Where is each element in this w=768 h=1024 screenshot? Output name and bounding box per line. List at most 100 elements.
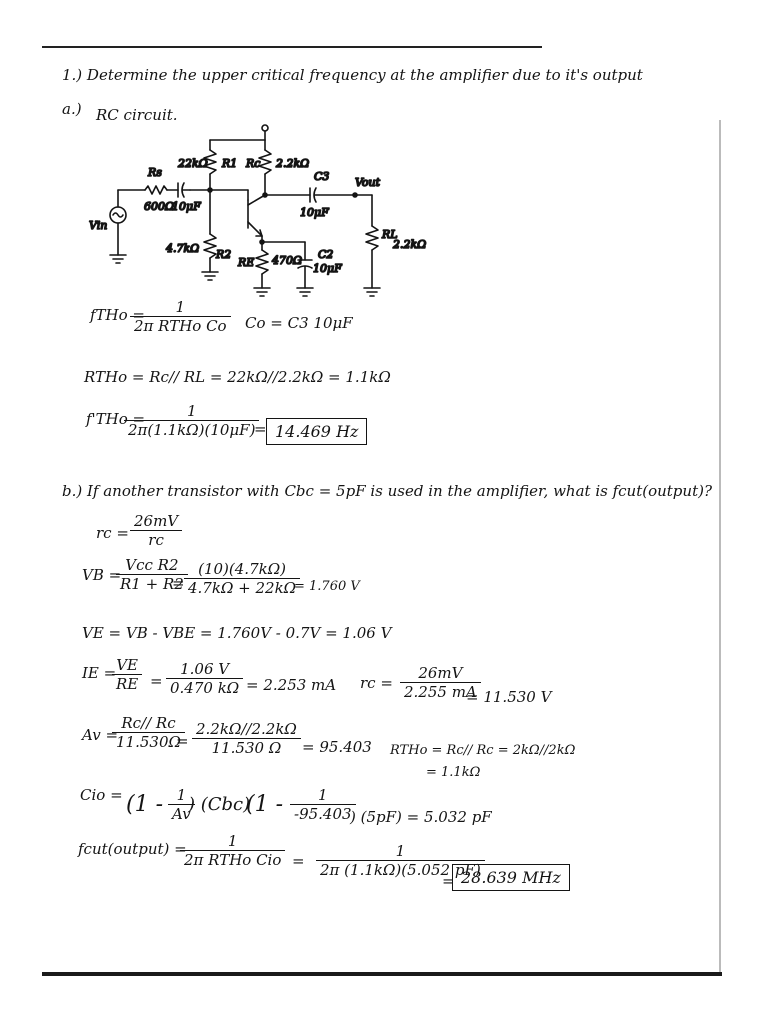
label-r2: R2 [215,248,231,261]
rc-lhs: rc = [96,524,129,542]
vb-numerator-2: (10)(4.7kΩ) [184,560,301,579]
rtho-equation: RTHo = Rc// Rc = 2kΩ//2kΩ [390,743,576,758]
av-denominator-2: 11.530 Ω [211,739,282,757]
part-a-result-box: 14.469 Hz [266,418,368,445]
vb-denominator-2: 4.7kΩ + 22kΩ [188,579,297,597]
fcut-fraction-1: 1 2π RTHo Cio [180,832,286,869]
rc2-fraction: 26mV 2.255 mA [400,664,481,701]
f-tho2-numerator: 1 [124,402,260,421]
vb-equals: = [172,574,185,592]
vb-fraction-2: (10)(4.7kΩ) 4.7kΩ + 22kΩ [184,560,301,597]
r2-resistor [203,233,217,259]
label-c3: C3 [314,170,329,183]
rc2-lhs: rc = [360,674,393,692]
av-denominator-1: 11.530Ω [116,733,181,751]
ie-result: = 2.253 mA [246,676,337,694]
fcut-denominator-2: 2π (1.1kΩ)(5.052 pF) [320,861,481,879]
r1-resistor [203,149,217,175]
cio-frac1-numerator: 1 [168,786,195,805]
vb-result: = 1.760 V [294,579,360,594]
page-top-edge [42,46,542,48]
label-re-value: 470Ω [271,254,302,267]
f-tho2-equals: = [254,420,267,438]
fcut-numerator-2: 1 [316,842,485,861]
page-bottom-edge [42,972,722,976]
ie-numerator-2: 1.06 V [166,660,244,679]
cio-part-3: (1 - [246,792,284,817]
fcut-denominator-1: 2π RTHo Cio [184,851,282,869]
ie-lhs: IE = [82,664,117,682]
rc-fraction: 26mV rc [130,512,183,549]
ve-equation: VE = VB - VBE = 1.760V - 0.7V = 1.06 V [82,624,392,642]
vb-lhs: VB = [82,566,122,584]
page-right-edge [719,120,721,975]
av-numerator-1: Rc// Rc [112,714,185,733]
av-fraction-1: Rc// Rc 11.530Ω [112,714,185,751]
ie-fraction-1: VE RE [112,656,143,693]
vcc-terminal [261,124,269,132]
worksheet-page [42,46,722,976]
cio-frac1-denominator: Av [172,805,191,823]
label-vout: Vout [355,176,381,189]
part-b-question: b.) If another transistor with Cbc = 5pF… [62,482,712,500]
r-tho-equation: RTHo = Rc// RL = 22kΩ//2.2kΩ = 1.1kΩ [84,368,391,386]
co-definition: Co = C3 10μF [245,314,353,332]
label-r1: R1 [221,157,237,170]
label-c2: C2 [318,248,333,261]
f-tho-numerator: 1 [130,298,231,317]
av-fraction-2: 2.2kΩ//2.2kΩ 11.530 Ω [192,720,301,757]
label-rc: Rc [245,157,260,170]
fcut-equals: = [292,852,305,870]
fcut-fraction-2: 1 2π (1.1kΩ)(5.052 pF) [316,842,485,879]
cio-frac2-numerator: 1 [290,786,356,805]
f-tho-fraction: 1 2π RTHo Co [130,298,231,335]
label-c2-value: 10μF [313,262,342,275]
label-rs-value: 600Ω [144,200,174,213]
rtho-result: = 1.1kΩ [426,765,481,780]
cio-part-4: ) (5pF) = 5.032 pF [350,808,492,826]
cio-part-1: (1 - [126,792,164,817]
f-tho2-lhs: f'THo = [86,410,146,428]
cio-frac2-denominator: -95.403 [294,805,352,823]
label-r1-value: 22kΩ [177,157,208,170]
cio-part-2: ) (Cbc) [188,794,251,815]
av-result: = 95.403 [302,738,372,756]
transistor-emitter [247,221,263,237]
fcut-numerator-1: 1 [180,832,286,851]
rc-numerator: 26mV [130,512,183,531]
cio-fraction-2: 1 -95.403 [290,786,356,823]
rc2-denominator: 2.255 mA [404,683,477,701]
f-tho-denominator: 2π RTHo Co [134,317,227,335]
label-rs: Rs [147,166,162,179]
part-a-text: RC circuit. [96,106,178,124]
label-cin-value: 10μF [172,200,201,213]
re-resistor [255,249,269,275]
vb-fraction-1: Vcc R2 R1 + R2 [116,556,188,593]
f-tho2-fraction: 1 2π(1.1kΩ)(10μF) [124,402,260,439]
ie-denominator-2: 0.470 kΩ [170,679,240,697]
rs-resistor [144,185,168,195]
av-numerator-2: 2.2kΩ//2.2kΩ [192,720,301,739]
label-r2-value: 4.7kΩ [165,242,199,255]
av-equals: = [176,732,189,750]
ie-fraction-2: 1.06 V 0.470 kΩ [166,660,244,697]
f-tho-lhs: fTHo = [90,306,146,324]
problem-heading: 1.) Determine the upper critical frequen… [62,66,643,84]
ie-denominator-1: RE [116,675,139,693]
label-rl: RL [381,228,398,241]
part-a-label: a.) [62,100,82,118]
cio-lhs: Cio = [80,786,123,804]
part-b-result-box: 28.639 MHz [452,864,570,891]
cio-fraction-1: 1 Av [168,786,195,823]
ie-numerator-1: VE [112,656,143,675]
vb-numerator-1: Vcc R2 [116,556,188,575]
rl-resistor [365,225,379,251]
fcut-result-equals: = [442,872,455,890]
rc-denominator: rc [148,531,164,549]
fcut-lhs: fcut(output) = [78,840,187,858]
f-tho2-denominator: 2π(1.1kΩ)(10μF) [128,421,256,439]
rc2-numerator: 26mV [400,664,481,683]
av-lhs: Av = [82,726,119,744]
rc-resistor [258,149,272,175]
